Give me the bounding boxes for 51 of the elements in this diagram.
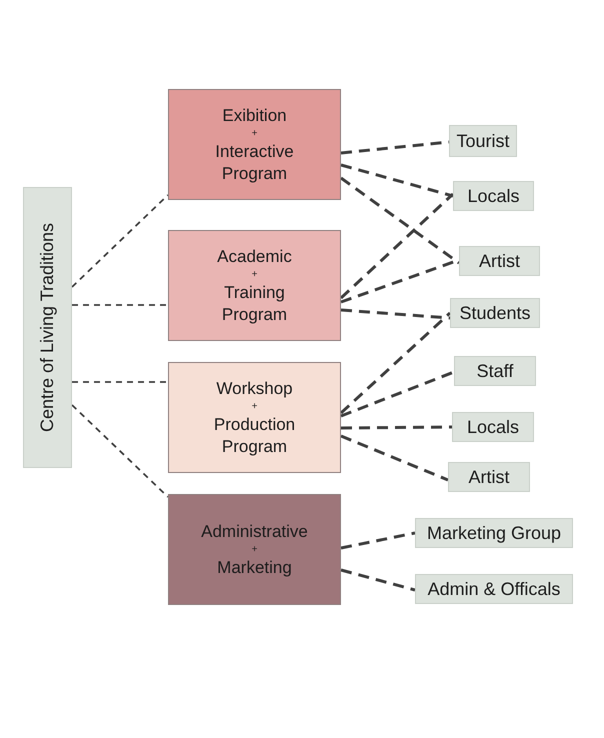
box-label: Training Program	[220, 282, 288, 326]
dashed-connector	[340, 176, 460, 264]
box-label: Locals	[466, 416, 520, 438]
box-label: Academic	[217, 246, 292, 268]
box-label: Students	[459, 302, 531, 324]
dashed-connector	[340, 426, 452, 430]
audience-box	[452, 412, 534, 442]
box-label: Staff	[476, 360, 514, 382]
root-box	[23, 187, 72, 468]
box-label: Admin & Officals	[428, 578, 560, 600]
box-label: Marketing	[217, 556, 292, 578]
box-label: Interactive Program	[214, 140, 295, 184]
program-box	[168, 494, 341, 605]
plus-sign: +	[252, 126, 258, 140]
audience-box	[450, 298, 540, 328]
dashed-connector	[340, 370, 455, 418]
dashed-connector	[340, 192, 454, 300]
dashed-connector	[72, 304, 168, 306]
dashed-connector	[340, 532, 416, 550]
plus-sign: +	[252, 268, 258, 282]
box-label: Artist	[478, 250, 520, 272]
box-label: Artist	[468, 466, 510, 488]
audience-box	[459, 246, 540, 276]
plus-sign: +	[252, 542, 258, 556]
dashed-connector	[340, 164, 454, 198]
box-label: Exibition	[222, 104, 287, 126]
dashed-connector	[340, 434, 449, 482]
program-box	[168, 362, 341, 473]
plus-sign: +	[252, 400, 258, 414]
dashed-connector	[340, 308, 450, 320]
audience-box	[415, 574, 573, 604]
dashed-connector	[340, 140, 450, 154]
audience-box	[453, 181, 534, 211]
audience-box	[448, 462, 530, 492]
program-box	[168, 89, 341, 200]
audience-box	[454, 356, 536, 386]
box-label: Administrative	[201, 520, 308, 542]
dashed-connector	[340, 568, 416, 592]
box-label: Production Program	[212, 414, 296, 458]
box-label: Centre of Living Traditions	[37, 222, 58, 432]
box-label: Locals	[467, 186, 520, 206]
box-label: Tourist	[456, 130, 510, 152]
dashed-connector	[71, 404, 169, 498]
program-box	[168, 230, 341, 341]
box-label: Marketing Group	[426, 522, 562, 544]
dashed-connector	[72, 381, 168, 383]
audience-box	[449, 125, 517, 157]
audience-box	[415, 518, 573, 548]
dashed-connector	[71, 194, 169, 288]
box-label: Workshop	[216, 378, 293, 400]
dashed-connector	[340, 312, 452, 414]
